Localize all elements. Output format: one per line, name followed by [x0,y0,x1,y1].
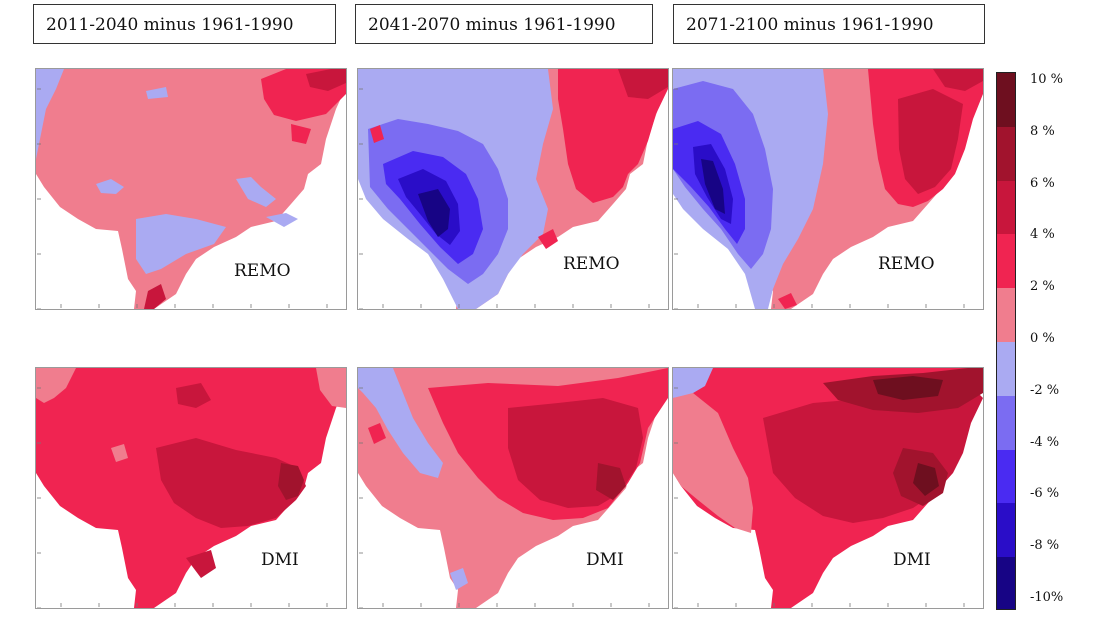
contour-region [418,189,450,237]
contour-region [898,89,963,194]
contour-region [618,69,668,99]
model-label-remo: REMO [234,261,291,281]
contour-region [673,368,713,398]
map-panel-remo-1: REMO [35,68,347,310]
contour-region [176,383,211,408]
map-panel-dmi-3: DMI [672,367,984,609]
contour-region [156,438,306,528]
legend-label: -4 % [1030,434,1060,450]
legend-color-bar [996,72,1016,610]
contour-region [368,423,386,444]
contour-region [778,293,797,309]
period-header-3: 2071-2100 minus 1961-1990 [673,4,985,44]
model-label-remo: REMO [878,254,935,274]
contour-region [316,368,346,408]
contour-region [701,159,725,214]
legend-swatch [997,288,1015,342]
map-dmi-3 [673,368,983,608]
map-panel-dmi-2: DMI [357,367,669,609]
contour-region [673,393,753,533]
legend-swatch [997,234,1015,289]
map-dmi-2 [358,368,668,608]
contour-region [146,87,168,99]
contour-region [111,444,128,462]
map-remo-3 [673,69,983,309]
map-panel-remo-2: REMO [357,68,669,310]
legend-swatch [997,503,1015,558]
legend-swatch [997,180,1015,235]
contour-region [266,213,298,227]
legend-label: -6 % [1030,486,1060,502]
contour-region [596,463,626,500]
legend-label: 4 % [1030,227,1055,243]
contour-region [186,550,216,578]
period-header-1: 2011-2040 minus 1961-1990 [33,4,336,44]
contour-region [96,179,124,194]
model-label-dmi: DMI [586,550,624,570]
contour-region [144,284,166,309]
model-label-dmi: DMI [261,550,299,570]
contour-region [236,177,276,207]
legend-label: 10 % [1030,72,1064,87]
legend-swatch [997,395,1015,450]
legend-label: 2 % [1030,279,1055,295]
contour-region [873,376,943,400]
contour-region [36,368,76,403]
legend-swatch [997,341,1015,396]
legend-label: 0 % [1030,331,1055,346]
map-remo-2 [358,69,668,309]
contour-region [306,69,346,91]
contour-region [558,69,668,203]
model-label-dmi: DMI [893,550,931,570]
legend-swatch [997,126,1015,181]
contour-region [370,125,384,143]
legend-label: -10% [1030,590,1064,605]
legend-label: 6 % [1030,175,1055,191]
model-label-remo: REMO [563,254,620,274]
map-dmi-1 [36,368,346,608]
legend-swatch [997,73,1015,127]
map-panel-remo-3: REMO [672,68,984,310]
contour-region [450,568,468,590]
legend-swatch [997,449,1015,504]
contour-region [291,124,311,144]
map-panel-dmi-1: DMI [35,367,347,609]
map-remo-1 [36,69,346,309]
contour-region [538,229,558,249]
period-header-2: 2041-2070 minus 1961-1990 [355,4,653,44]
contour-region [136,214,226,274]
legend-label: -8 % [1030,538,1060,554]
contour-region [278,463,304,500]
land-area [36,69,346,309]
contour-region [36,69,64,159]
legend-swatch [997,557,1015,609]
legend-label: 8 % [1030,123,1055,139]
legend-label: -2 % [1030,382,1060,398]
contour-region [358,368,443,478]
contour-region [913,463,939,496]
contour-region [933,69,983,91]
